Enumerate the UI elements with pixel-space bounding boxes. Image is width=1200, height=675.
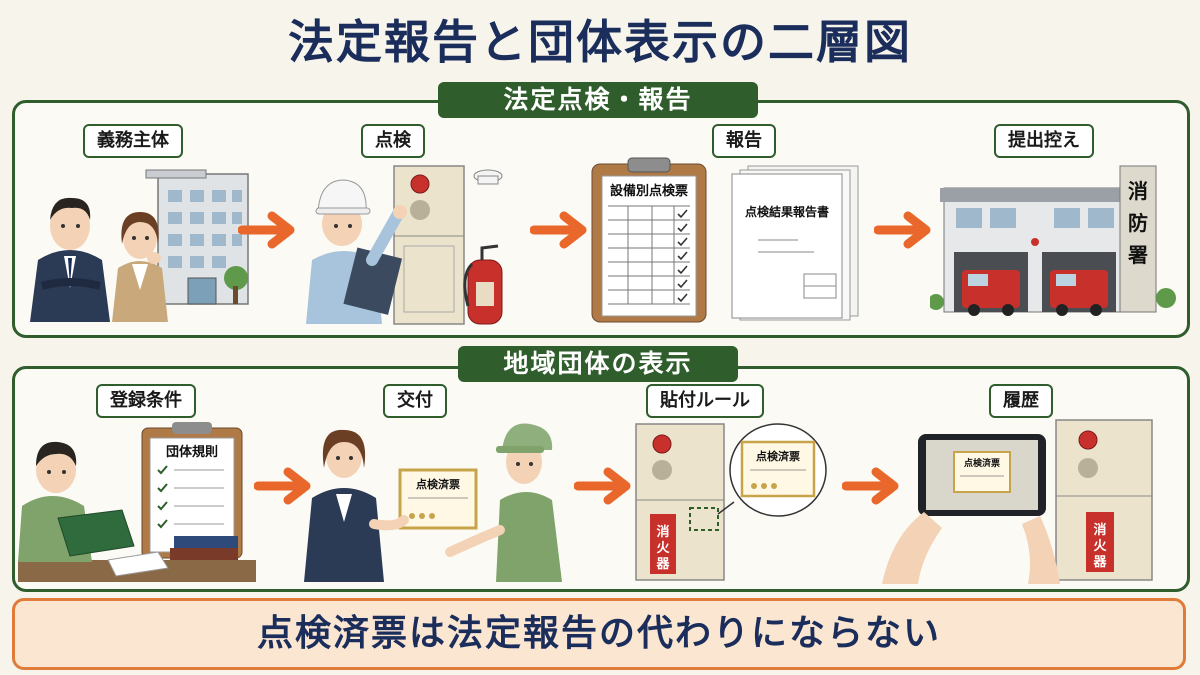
arrow-right-icon (530, 211, 587, 249)
affixing-rule-illustration: 消 火 器 点検済票 (635, 423, 827, 581)
extinguisher-label-char-2: 火 (656, 541, 670, 556)
station-sign-char-2: 防 (1128, 211, 1148, 235)
step-label-issuance: 交付 (383, 384, 447, 418)
cabinet-label-char-3: 器 (1092, 555, 1107, 570)
step-label-submission-copy: 提出控え (994, 124, 1094, 158)
history-photo-illustration: 消 火 器 点検済票 (882, 419, 1153, 584)
step-label-report: 報告 (712, 124, 776, 158)
rules-title: 団体規則 (166, 444, 218, 460)
station-sign-char-1: 消 (1128, 179, 1148, 203)
inspection-checklist-clipboard: 設備別点検票 (591, 157, 707, 323)
step-label-history: 履歴 (989, 384, 1053, 418)
report-title: 点検結果報告書 (745, 204, 829, 219)
clipboard-title: 設備別点検票 (610, 183, 688, 199)
arrow-right-icon (238, 211, 295, 249)
step-label-affixing-rules: 貼付ルール (646, 384, 764, 418)
footer-warning: 点検済票は法定報告の代わりにならない (12, 598, 1186, 670)
sticker-title-issued: 点検済票 (416, 477, 460, 491)
arrow-right-icon (574, 467, 631, 505)
cabinet-label-char-1: 消 (1093, 522, 1106, 538)
inspection-report-document: 点検結果報告書 (731, 165, 859, 321)
legal-report-banner: 法定点検・報告 (438, 82, 758, 118)
page-title: 法定報告と団体表示の二層図 (288, 15, 912, 69)
arrow-right-icon (254, 467, 311, 505)
step-label-obligated-party: 義務主体 (83, 124, 183, 158)
sticker-title-photo: 点検済票 (964, 457, 1000, 469)
step-label-inspection: 点検 (361, 124, 425, 158)
arrow-right-icon (842, 467, 899, 505)
inspector-illustration (306, 165, 503, 325)
extinguisher-label-char-1: 消 (656, 524, 669, 540)
registration-illustration: 団体規則 (18, 422, 256, 582)
step-label-registration: 登録条件 (96, 384, 196, 418)
sticker-title-callout: 点検済票 (756, 449, 800, 463)
cabinet-label-char-2: 火 (1093, 539, 1107, 554)
fire-station-illustration: 消 防 署 (930, 165, 1176, 316)
extinguisher-label-char-3: 器 (655, 557, 670, 572)
issuance-illustration: 点検済票 (304, 423, 562, 582)
community-display-banner: 地域団体の表示 (458, 346, 738, 382)
station-sign-char-3: 署 (1128, 243, 1148, 267)
owners-building-illustration (30, 169, 249, 322)
arrow-right-icon (874, 211, 931, 249)
